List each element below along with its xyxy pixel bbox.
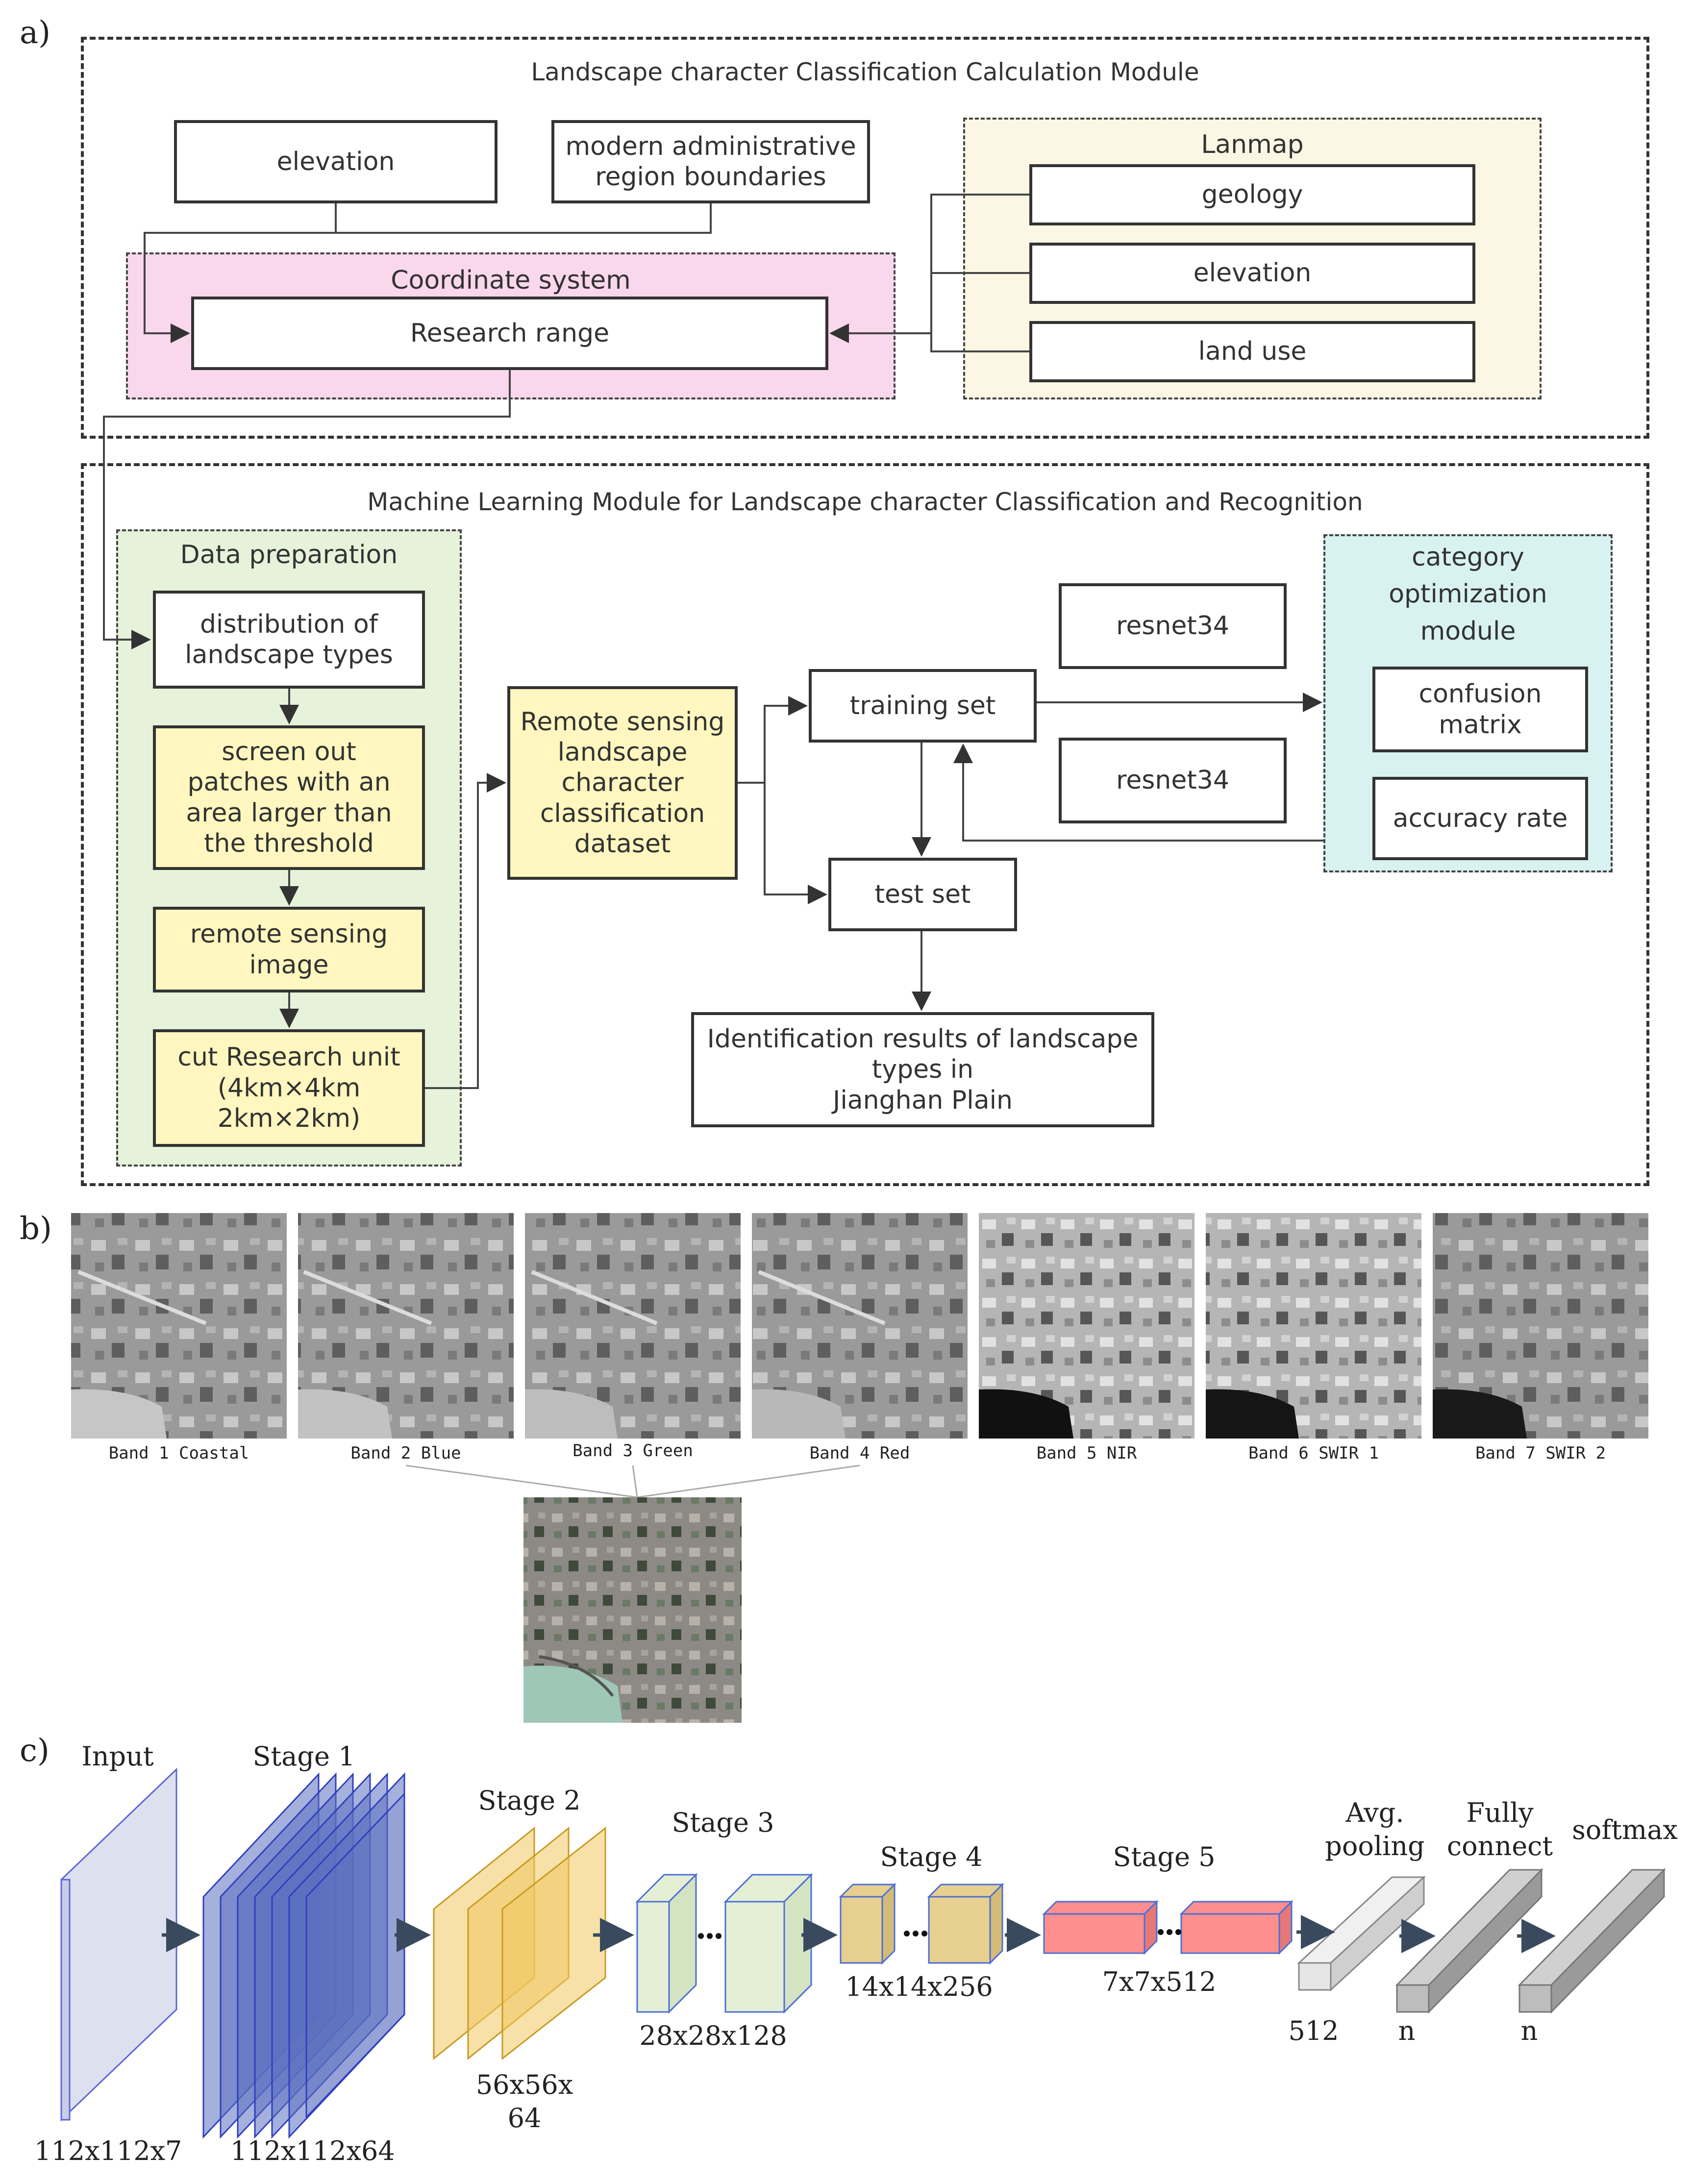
dim-stage4: 14x14x256 [845,1971,993,2002]
coordinate-system-title: Coordinate system [391,266,631,295]
connector-research-distribution [103,370,511,649]
stage3-layer [635,1873,813,2014]
lanmap-geology-box: geology [1029,164,1475,225]
lanmap-title: Lanmap [1201,130,1304,159]
band-tile-3 [525,1213,741,1439]
connector-category-feedback [953,744,1323,842]
band-caption-5: Band 5 NIR [1036,1443,1137,1463]
band-tile-1 [71,1213,287,1439]
data-preparation-title: Data preparation [180,540,398,570]
step-screen-out-box: screen out patches with an area larger t… [153,725,425,870]
panel-label-a: a) [20,15,51,51]
admin-boundaries-box: modern administrative region boundaries [551,120,870,203]
module1-container [81,37,1649,439]
fully-connect-layer [1395,1868,1543,2014]
composite-rgb-image [523,1497,742,1723]
connector-cut-dataset [425,773,506,1089]
label-stage5: Stage 5 [1113,1841,1216,1872]
dim-fully-connect: n [1398,2015,1416,2046]
softmax-layer [1518,1868,1666,2014]
resnet34-box-upper: resnet34 [1059,583,1287,669]
band-tile-6 [1206,1213,1421,1439]
identification-results-box: Identification results of landscape type… [691,1012,1154,1127]
step-distribution-box: distribution of landscape types [153,591,425,689]
stage2-layer [433,1826,606,2060]
module2-container [81,463,1649,1186]
band-tile-4 [752,1213,968,1439]
label-input: Input [81,1741,154,1772]
panel-label-b: b) [20,1211,52,1247]
band-caption-2: Band 2 Blue [350,1443,461,1463]
dim-stage5: 7x7x512 [1102,1966,1217,1997]
label-stage2: Stage 2 [478,1785,581,1816]
category-optimization-title: category optimization module [1389,543,1547,646]
connector-elevation-research [144,203,337,343]
band-caption-3: Band 3 Green [572,1441,693,1461]
stage4-layer [839,1883,1004,1965]
connector-dataset-test [764,783,827,904]
step-cut-research-unit-box: cut Research unit (4km×4km 2km×2km) [153,1029,425,1147]
band-caption-1: Band 1 Coastal [108,1443,249,1463]
band-tile-2 [298,1213,514,1439]
module1-title: Landscape character Classification Calcu… [531,58,1199,86]
band-tile-7 [1433,1213,1648,1439]
label-stage4: Stage 4 [880,1841,983,1872]
lanmap-landuse-box: land use [1029,321,1475,382]
label-stage1: Stage 1 [252,1741,355,1772]
dataset-box: Remote sensing landscape character class… [507,686,738,880]
input-layer [60,1767,177,2122]
connector-admin-research [336,203,712,234]
label-stage3: Stage 3 [672,1807,774,1838]
label-softmax: softmax [1572,1814,1678,1845]
composite-lines [405,1464,860,1498]
resnet34-box-lower: resnet34 [1059,738,1287,823]
band-caption-7: Band 7 SWIR 2 [1475,1443,1606,1463]
elevation-box: elevation [174,120,498,203]
stage1-layer [202,1772,405,2139]
dim-softmax: n [1520,2015,1538,2046]
module2-title: Machine Learning Module for Landscape ch… [367,488,1363,516]
connector-dataset-training [764,696,808,783]
band-tiles [71,1213,1648,1723]
confusion-matrix-box: confusion matrix [1372,667,1588,752]
band-tile-5 [979,1213,1194,1439]
label-fully-connect: Fully connect [1446,1797,1553,1861]
step-remote-sensing-box: remote sensing image [153,907,425,993]
dim-stage2: 56x56x 64 [475,2069,573,2134]
dim-avg-pooling: 512 [1288,2015,1339,2046]
dim-input: 112x112x7 [34,2135,182,2166]
research-range-box: Research range [191,297,828,370]
stage5-layer [1042,1900,1294,1955]
dim-stage1: 112x112x64 [230,2135,395,2166]
panel-a-connectors [103,194,1323,1089]
lanmap-elevation-box: elevation [1029,243,1475,304]
accuracy-rate-box: accuracy rate [1372,777,1588,860]
label-avg-pooling: Avg. pooling [1325,1797,1425,1861]
panel-label-c: c) [20,1733,50,1769]
band-caption-4: Band 4 Red [809,1443,910,1463]
band-caption-6: Band 6 SWIR 1 [1248,1443,1379,1463]
ellipsis-dots [698,1929,1181,1939]
training-set-box: training set [809,669,1037,743]
dim-stage3: 28x28x128 [639,2020,787,2051]
test-set-box: test set [828,858,1017,931]
